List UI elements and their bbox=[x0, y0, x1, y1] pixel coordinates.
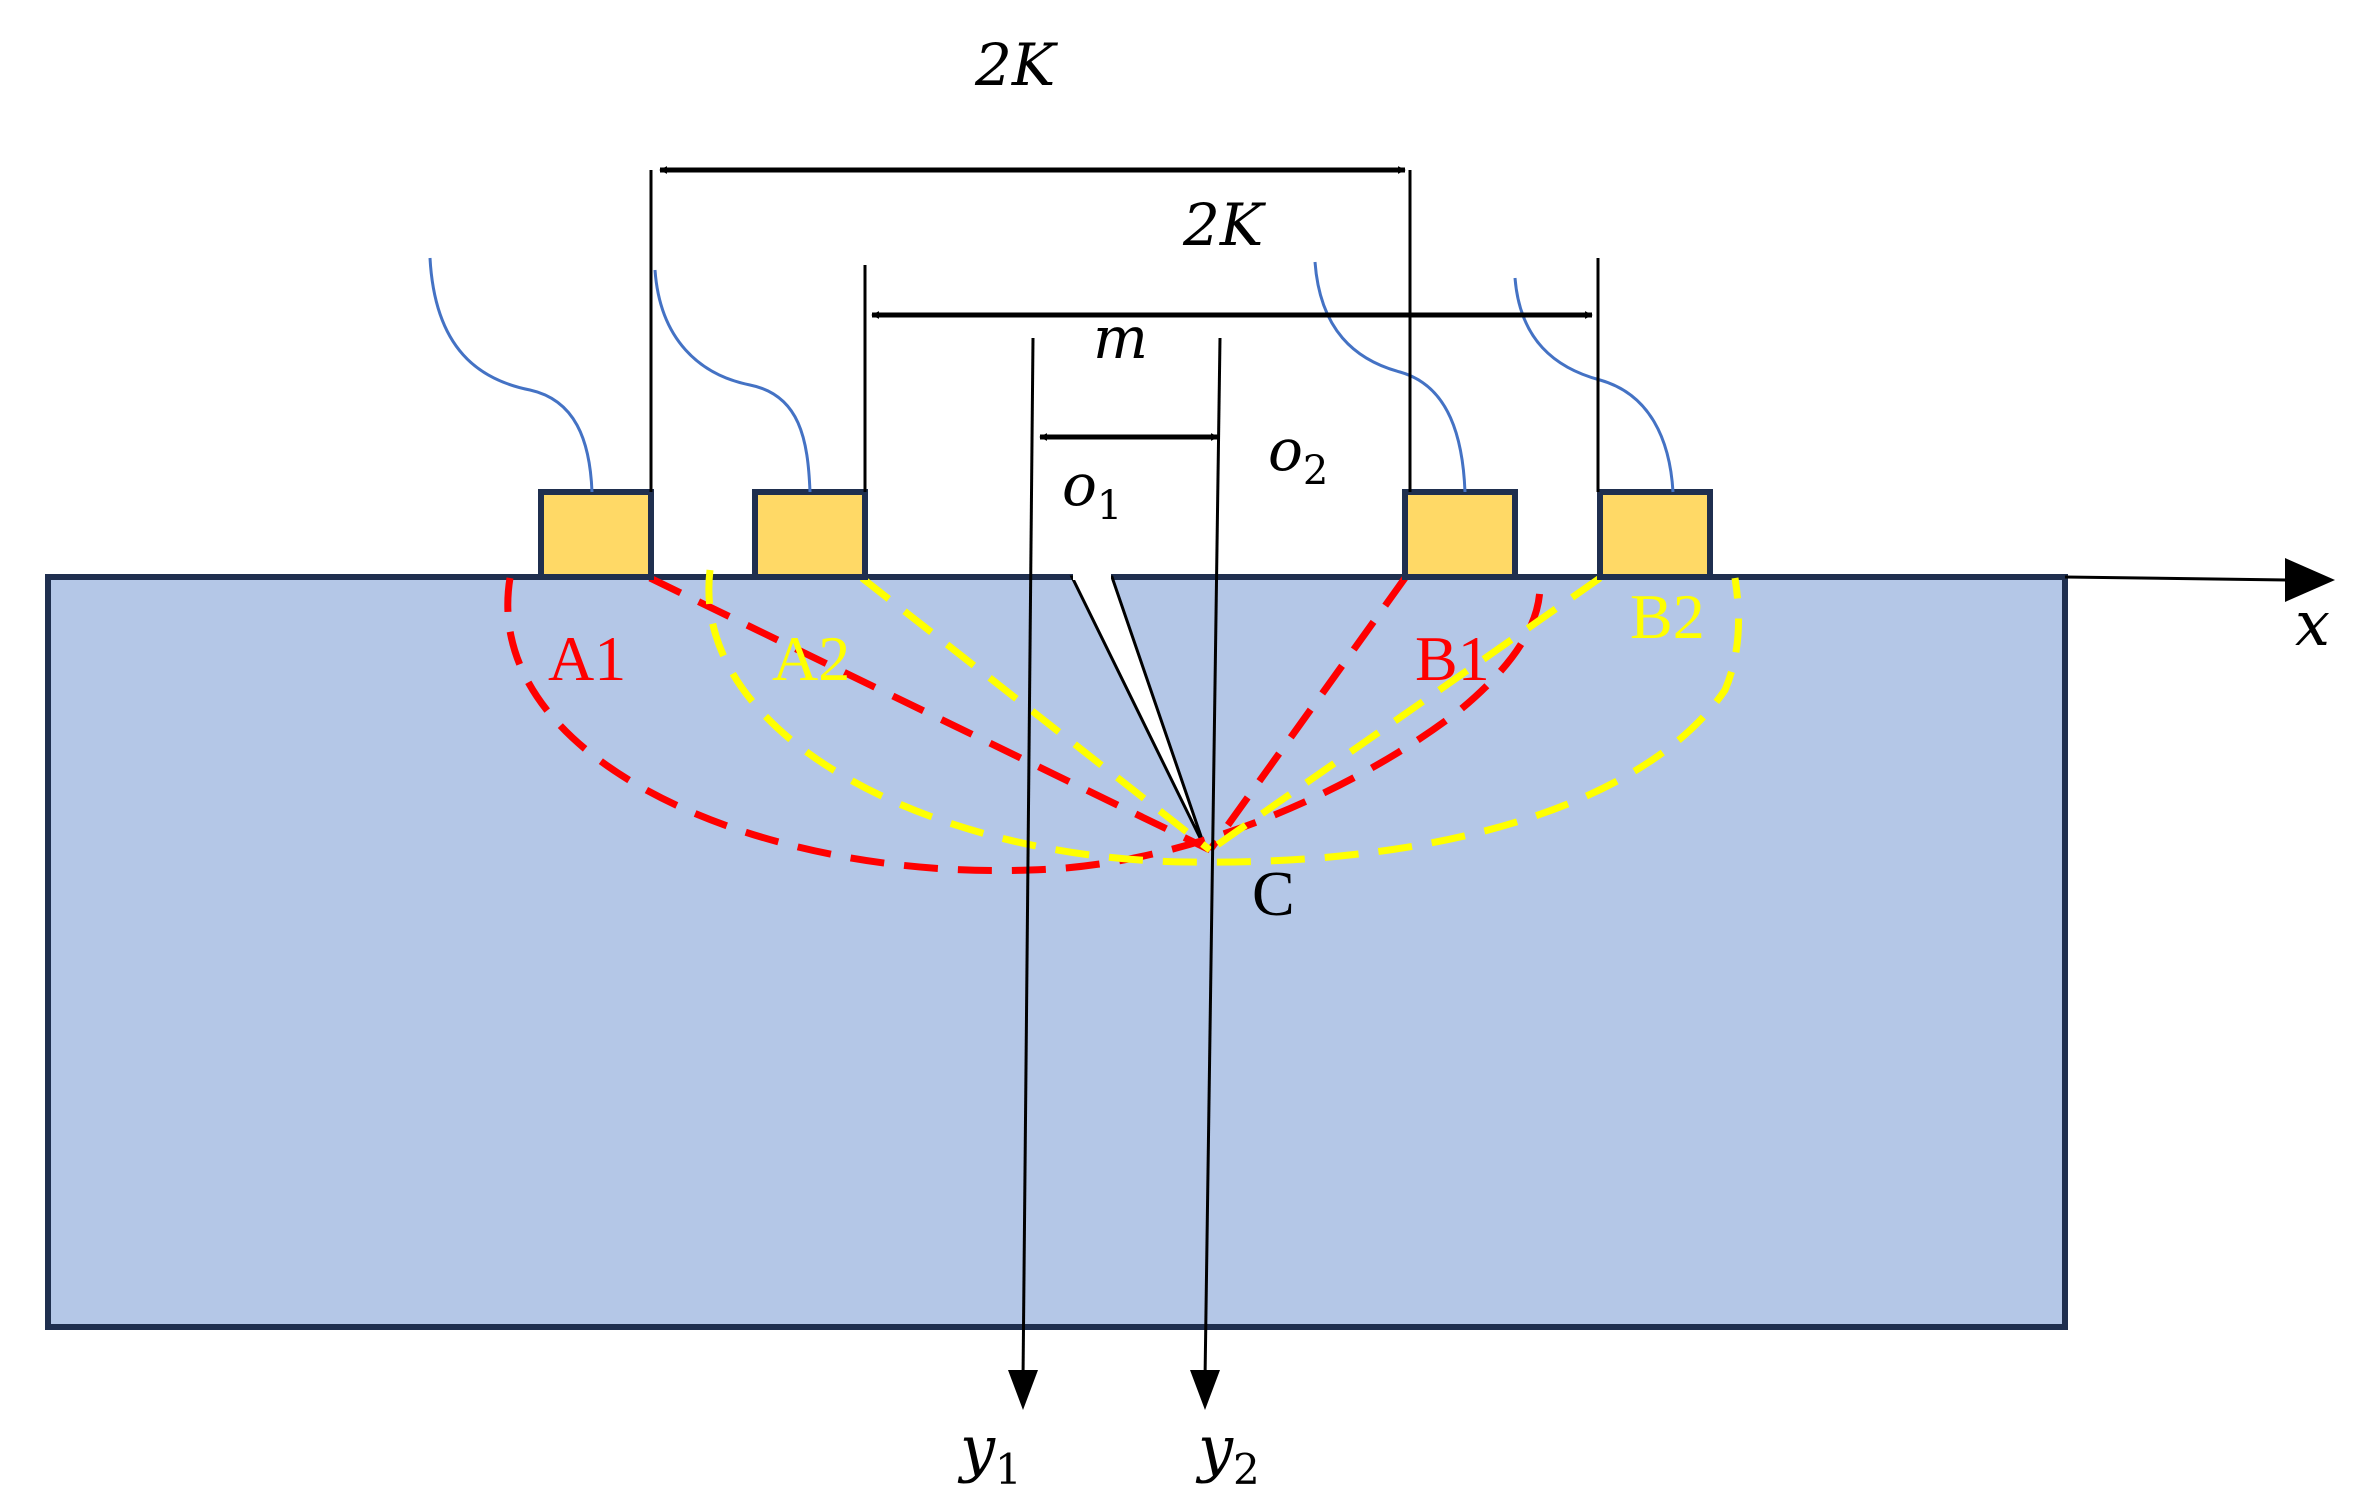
y1-axis-arrow bbox=[1008, 1370, 1038, 1410]
cables bbox=[428, 257, 1675, 493]
cable-b2 bbox=[1513, 277, 1675, 493]
origin1-label: o1 bbox=[1062, 451, 1122, 529]
probe-a1 bbox=[538, 489, 654, 580]
dim-inner-label: 2K bbox=[1182, 191, 1267, 259]
y1-axis-line bbox=[1021, 337, 1035, 1381]
x-axis-line bbox=[2064, 575, 2291, 582]
probe-a2 bbox=[752, 489, 868, 580]
yellow-path-a2 bbox=[859, 575, 1213, 853]
yellow-arc bbox=[705, 569, 1742, 866]
y2-axis-label: y2 bbox=[1195, 1412, 1260, 1494]
cable-b1 bbox=[1313, 261, 1467, 493]
x-axis-arrow bbox=[2285, 558, 2335, 602]
probe-b1 bbox=[1402, 489, 1518, 580]
cable-a1 bbox=[428, 257, 594, 493]
cable-a2 bbox=[653, 269, 812, 493]
red-wave-paths bbox=[504, 574, 1544, 875]
y2-axis-line bbox=[1203, 337, 1222, 1381]
probe-a1-label: A1 bbox=[548, 623, 626, 694]
probe-b1-label: B1 bbox=[1415, 623, 1490, 694]
probe-b2-label: B2 bbox=[1630, 581, 1705, 652]
extension-lines bbox=[649, 170, 1600, 492]
red-path-b1 bbox=[1207, 575, 1408, 853]
yellow-wave-paths bbox=[705, 569, 1742, 866]
dim-outer-label: 2K bbox=[974, 31, 1059, 99]
yellow-path-b2 bbox=[1207, 575, 1603, 853]
specimen-block bbox=[45, 574, 2068, 1330]
probe-b2 bbox=[1597, 489, 1713, 580]
crack-tip-label: C bbox=[1252, 858, 1295, 929]
y1-axis-label: y1 bbox=[957, 1412, 1022, 1494]
red-path-a1 bbox=[648, 574, 1212, 854]
probe-a2-label: A2 bbox=[772, 623, 850, 694]
probes bbox=[538, 489, 1713, 580]
y2-axis-arrow bbox=[1190, 1370, 1220, 1410]
x-axis-label: x bbox=[2295, 587, 2330, 660]
origin2-label: o2 bbox=[1268, 416, 1328, 494]
dim-m-label: m bbox=[1093, 304, 1148, 372]
